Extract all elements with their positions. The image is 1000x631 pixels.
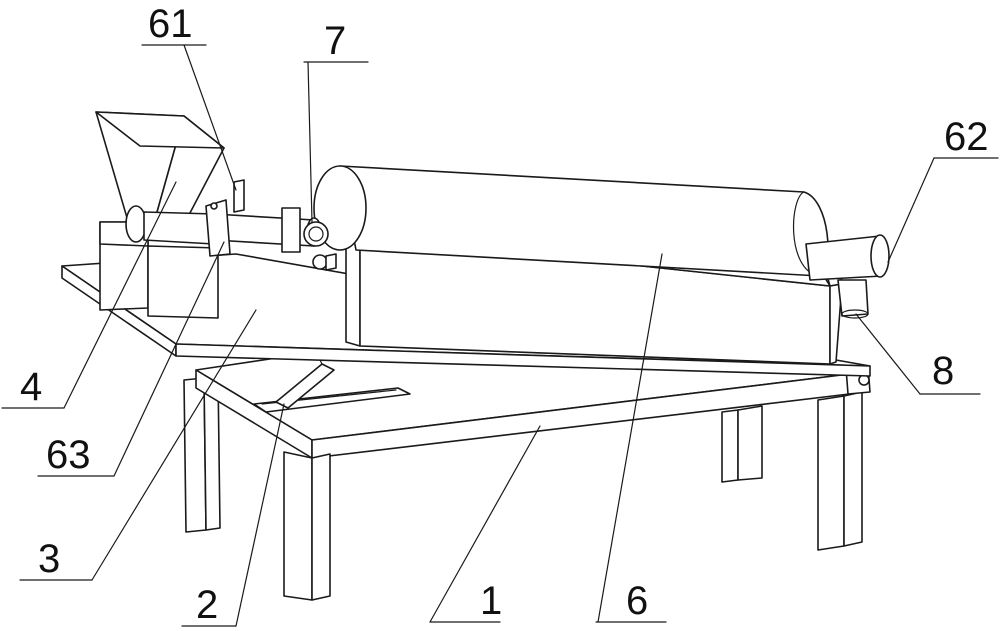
table-leg-front-left (284, 452, 312, 600)
label-4: 4 (20, 365, 42, 409)
coupling (206, 200, 230, 256)
feed-valve (234, 180, 244, 212)
drive-gear (304, 222, 328, 246)
label-2: 2 (196, 583, 218, 627)
table-leg-front-right (818, 396, 844, 550)
bearing-block (282, 208, 300, 252)
label-3: 3 (38, 537, 60, 581)
small-gear (313, 255, 327, 269)
label-1: 1 (480, 579, 502, 623)
label-63: 63 (46, 433, 91, 477)
hopper-flange (126, 206, 146, 242)
label-7: 7 (324, 19, 346, 63)
label-8: 8 (932, 349, 954, 393)
pipe-end (871, 235, 889, 277)
label-6: 6 (626, 579, 648, 623)
label-61: 61 (148, 2, 193, 46)
table-leg-back-right (722, 410, 738, 482)
label-62: 62 (944, 115, 989, 159)
feeder-base-front (148, 246, 218, 318)
table-leg-back-left (184, 378, 206, 532)
